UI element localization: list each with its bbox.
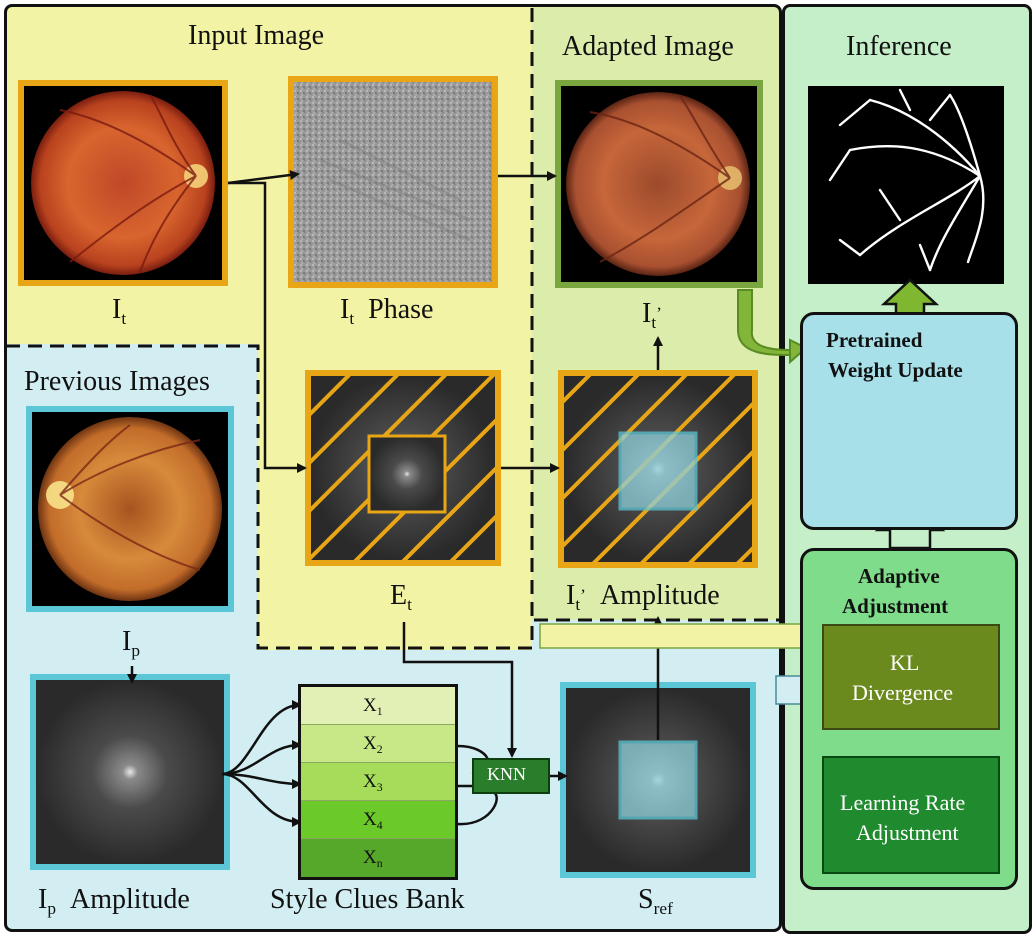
pretrained-weight-update-box	[800, 312, 1018, 530]
label-style-clues-bank: Style Clues Bank	[270, 884, 465, 915]
pretrained-line1: Pretrained	[826, 328, 923, 352]
knn-label: KNN	[487, 764, 526, 784]
label-itp-amplitude: It’ Amplitude	[566, 580, 720, 615]
bank-row-5: Xn	[301, 839, 455, 877]
label-ip: Ip	[122, 626, 141, 661]
lr-line2: Adjustment	[856, 820, 959, 845]
bank-row-3: X3	[301, 763, 455, 801]
bank-row-4: X4	[301, 801, 455, 839]
label-sref: Sref	[638, 884, 673, 919]
adaptive-line1: Adaptive	[858, 564, 940, 588]
lr-line1: Learning Rate	[840, 790, 966, 815]
label-ip-amplitude: Ip Amplitude	[38, 884, 190, 919]
label-et: Et	[390, 580, 412, 615]
ip-amplitude-image	[36, 680, 224, 864]
fundus-image-ip	[38, 417, 222, 601]
phase-image	[294, 82, 492, 282]
arrow-it-to-phase	[227, 170, 300, 185]
fundus-image-it	[31, 91, 215, 275]
bank-row-label: X2	[363, 733, 383, 757]
label-itp: It’	[642, 298, 662, 333]
bank-row-label: X3	[363, 771, 383, 795]
bank-row-1: X1	[301, 687, 455, 725]
learning-rate-box	[822, 756, 1000, 874]
green-curved-arrow	[737, 289, 808, 365]
arrow-et-to-knn	[402, 622, 517, 758]
bank-row-2: X2	[301, 725, 455, 763]
bank-row-label: X1	[363, 695, 383, 719]
adapted-image-title: Adapted Image	[562, 31, 734, 62]
kl-line1: KL	[890, 650, 920, 675]
fundus-image-adapted	[566, 92, 750, 276]
knn-box	[472, 758, 550, 794]
inference-title: Inference	[846, 31, 952, 62]
sref-low-frequency-box	[618, 740, 698, 820]
bank-row-label: Xn	[363, 847, 383, 871]
et-low-frequency-box	[367, 434, 447, 514]
kl-divergence-box	[822, 624, 1000, 730]
pretrained-line2: Weight Update	[828, 358, 963, 382]
label-it-phase: It Phase	[340, 294, 434, 329]
input-image-title: Input Image	[188, 20, 325, 51]
previous-images-title: Previous Images	[24, 366, 210, 397]
adaptive-line2: Adjustment	[842, 594, 949, 618]
label-it: It	[112, 294, 127, 329]
arrow-it-to-et	[228, 181, 307, 473]
itp-low-frequency-box	[618, 431, 698, 511]
dashed-boundary-input	[6, 344, 782, 650]
kl-line2: Divergence	[852, 680, 953, 705]
bank-row-label: X4	[363, 809, 383, 833]
